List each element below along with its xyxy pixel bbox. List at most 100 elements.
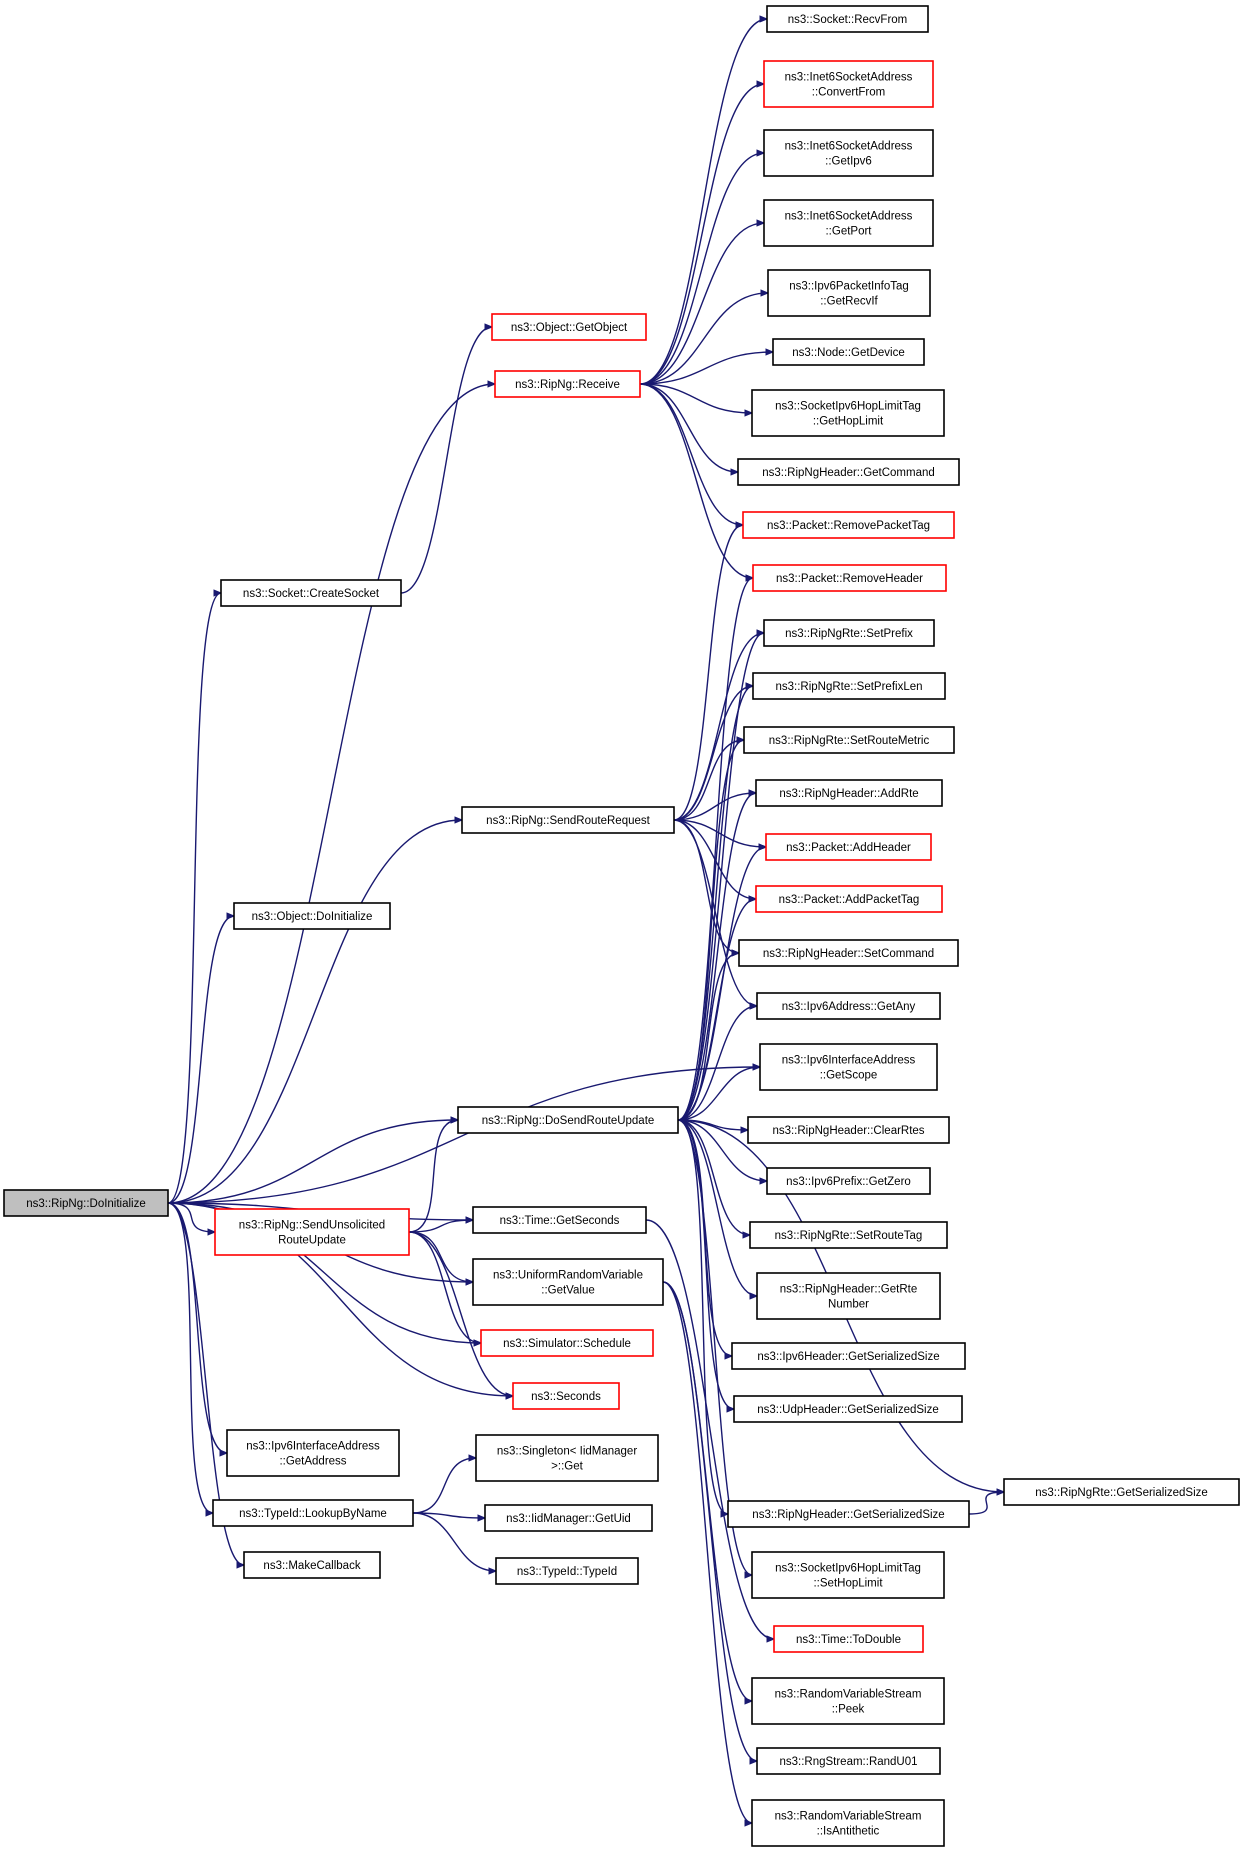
node-removeheader[interactable]: ns3::Packet::RemoveHeader: [752, 564, 947, 592]
node-setprefixlen[interactable]: ns3::RipNgRte::SetPrefixLen: [752, 672, 946, 700]
node-objdoinit[interactable]: ns3::Object::DoInitialize: [233, 902, 391, 930]
node-setcommand[interactable]: ns3::RipNgHeader::SetCommand: [738, 939, 959, 967]
node-box: [759, 1043, 938, 1091]
edge-dosendrouteupdate-to-setcommand: [677, 953, 739, 1121]
edge-lookupbyname-to-typeidctor: [412, 1512, 496, 1571]
node-addpackettag[interactable]: ns3::Packet::AddPacketTag: [755, 885, 943, 913]
node-label: ::ConvertFrom: [812, 87, 886, 99]
edge-sendrouterequest-to-setcommand: [673, 819, 739, 953]
node-seconds[interactable]: ns3::Seconds: [512, 1382, 620, 1410]
node-label: ns3::RngStream::RandU01: [779, 1756, 917, 1768]
node-createsocket[interactable]: ns3::Socket::CreateSocket: [220, 579, 402, 607]
edge-receive-to-getcommand: [639, 383, 738, 472]
node-label: ns3::Seconds: [531, 1391, 601, 1403]
node-lookupbyname[interactable]: ns3::TypeId::LookupByName: [212, 1499, 414, 1527]
node-box: [475, 1434, 659, 1482]
node-makecallback[interactable]: ns3::MakeCallback: [243, 1551, 381, 1579]
edge-sendrouterequest-to-setprefixlen: [673, 686, 753, 821]
node-gethoplimit[interactable]: ns3::SocketIpv6HopLimitTag::GetHopLimit: [751, 389, 945, 437]
node-sethoplimit[interactable]: ns3::SocketIpv6HopLimitTag::SetHopLimit: [751, 1551, 945, 1599]
node-getrecvif[interactable]: ns3::Ipv6PacketInfoTag::GetRecvIf: [767, 269, 931, 317]
edge-receive-to-getport: [639, 223, 764, 385]
node-urvgetvalue[interactable]: ns3::UniformRandomVariable::GetValue: [472, 1258, 664, 1306]
node-todouble[interactable]: ns3::Time::ToDouble: [773, 1625, 924, 1653]
node-label: ns3::Inet6SocketAddress: [785, 72, 913, 84]
edge-receive-to-getrecvif: [639, 293, 768, 385]
node-ripnghdrsize[interactable]: ns3::RipNgHeader::GetSerializedSize: [727, 1500, 970, 1528]
node-label: ns3::Inet6SocketAddress: [785, 211, 913, 223]
node-ipv6hdrsize[interactable]: ns3::Ipv6Header::GetSerializedSize: [731, 1342, 966, 1370]
node-ifacegetaddress[interactable]: ns3::Ipv6InterfaceAddress::GetAddress: [226, 1429, 400, 1477]
node-label: ns3::TypeId::TypeId: [517, 1566, 617, 1578]
edge-dosendrouteupdate-to-setprefixlen: [677, 686, 753, 1121]
node-removepackettag[interactable]: ns3::Packet::RemovePacketTag: [742, 511, 955, 539]
node-getzero[interactable]: ns3::Ipv6Prefix::GetZero: [766, 1167, 931, 1195]
node-label: ns3::Object::DoInitialize: [252, 911, 373, 923]
edge-dosendrouteupdate-to-getrtenumber: [677, 1119, 757, 1296]
node-label: ns3::RipNgHeader::GetSerializedSize: [752, 1509, 944, 1521]
edge-createsocket-to-getobject: [400, 327, 492, 594]
edge-dosendrouteupdate-to-sethoplimit: [677, 1119, 752, 1575]
node-root[interactable]: ns3::RipNg::DoInitialize: [3, 1189, 169, 1217]
node-randu01[interactable]: ns3::RngStream::RandU01: [756, 1747, 941, 1775]
node-label: ns3::RipNgRte::SetRouteTag: [775, 1230, 923, 1242]
edge-sendunsolicited-to-urvgetvalue: [408, 1231, 473, 1282]
node-timegetseconds[interactable]: ns3::Time::GetSeconds: [472, 1206, 647, 1234]
node-getcommand[interactable]: ns3::RipNgHeader::GetCommand: [737, 458, 960, 486]
node-sendrouterequest[interactable]: ns3::RipNg::SendRouteRequest: [461, 806, 675, 834]
node-addrte[interactable]: ns3::RipNgHeader::AddRte: [755, 779, 943, 807]
node-label: ::GetIpv6: [825, 156, 872, 168]
node-convertfrom[interactable]: ns3::Inet6SocketAddress::ConvertFrom: [763, 60, 934, 108]
node-label: ns3::RipNgRte::SetRouteMetric: [769, 735, 930, 747]
node-getany[interactable]: ns3::Ipv6Address::GetAny: [756, 992, 941, 1020]
node-label: ns3::RipNg::SendUnsolicited: [239, 1220, 385, 1232]
node-label: ns3::Object::GetObject: [511, 322, 628, 334]
node-udphdrsize[interactable]: ns3::UdpHeader::GetSerializedSize: [733, 1395, 963, 1423]
node-label: ns3::Socket::CreateSocket: [243, 588, 380, 600]
node-rtesize[interactable]: ns3::RipNgRte::GetSerializedSize: [1003, 1478, 1240, 1506]
node-getobject[interactable]: ns3::Object::GetObject: [491, 313, 647, 341]
edge-root-to-makecallback: [167, 1202, 244, 1565]
edge-dosendrouteupdate-to-udphdrsize: [677, 1119, 734, 1409]
node-typeidctor[interactable]: ns3::TypeId::TypeId: [495, 1557, 639, 1585]
node-box: [233, 902, 391, 930]
edge-dosendrouteupdate-to-removeheader: [677, 578, 753, 1121]
node-box: [743, 726, 955, 754]
node-label: ns3::RipNgHeader::SetCommand: [763, 948, 934, 960]
edge-sendrouterequest-to-addheader: [673, 819, 766, 847]
node-label: ns3::Packet::AddHeader: [786, 842, 911, 854]
edge-dosendrouteupdate-to-setprefix: [677, 633, 764, 1121]
node-getdevice[interactable]: ns3::Node::GetDevice: [772, 338, 925, 366]
node-box: [756, 1272, 941, 1320]
node-iidgetuid[interactable]: ns3::IidManager::GetUid: [484, 1504, 653, 1532]
node-setprefix[interactable]: ns3::RipNgRte::SetPrefix: [763, 619, 935, 647]
edge-lookupbyname-to-iidgetuid: [412, 1512, 485, 1518]
edge-dosendrouteupdate-to-getscope: [677, 1067, 760, 1121]
node-recvfrom[interactable]: ns3::Socket::RecvFrom: [766, 5, 929, 33]
node-schedule[interactable]: ns3::Simulator::Schedule: [480, 1329, 654, 1357]
edge-dosendrouteupdate-to-setroutemetric: [677, 740, 744, 1121]
node-label: ::SetHopLimit: [813, 1578, 883, 1590]
node-label: ns3::UniformRandomVariable: [493, 1270, 643, 1282]
node-box: [461, 806, 675, 834]
node-box: [727, 1500, 970, 1528]
node-isantithetic[interactable]: ns3::RandomVariableStream::IsAntithetic: [751, 1799, 945, 1847]
node-label: ns3::Simulator::Schedule: [503, 1338, 631, 1350]
node-addheader[interactable]: ns3::Packet::AddHeader: [765, 833, 932, 861]
node-box: [243, 1551, 381, 1579]
node-box: [742, 511, 955, 539]
node-setroutemetric[interactable]: ns3::RipNgRte::SetRouteMetric: [743, 726, 955, 754]
node-label: ns3::RipNgHeader::AddRte: [779, 788, 918, 800]
node-dosendrouteupdate[interactable]: ns3::RipNg::DoSendRouteUpdate: [457, 1106, 679, 1134]
node-getscope[interactable]: ns3::Ipv6InterfaceAddress::GetScope: [759, 1043, 938, 1091]
node-getport[interactable]: ns3::Inet6SocketAddress::GetPort: [763, 199, 934, 247]
node-receive[interactable]: ns3::RipNg::Receive: [494, 370, 641, 398]
node-getipv6[interactable]: ns3::Inet6SocketAddress::GetIpv6: [763, 129, 934, 177]
node-box: [472, 1258, 664, 1306]
node-peek[interactable]: ns3::RandomVariableStream::Peek: [751, 1677, 945, 1725]
node-singletonget[interactable]: ns3::Singleton< IidManager>::Get: [475, 1434, 659, 1482]
node-clearrtes[interactable]: ns3::RipNgHeader::ClearRtes: [747, 1116, 950, 1144]
node-setroutetag[interactable]: ns3::RipNgRte::SetRouteTag: [749, 1221, 948, 1249]
